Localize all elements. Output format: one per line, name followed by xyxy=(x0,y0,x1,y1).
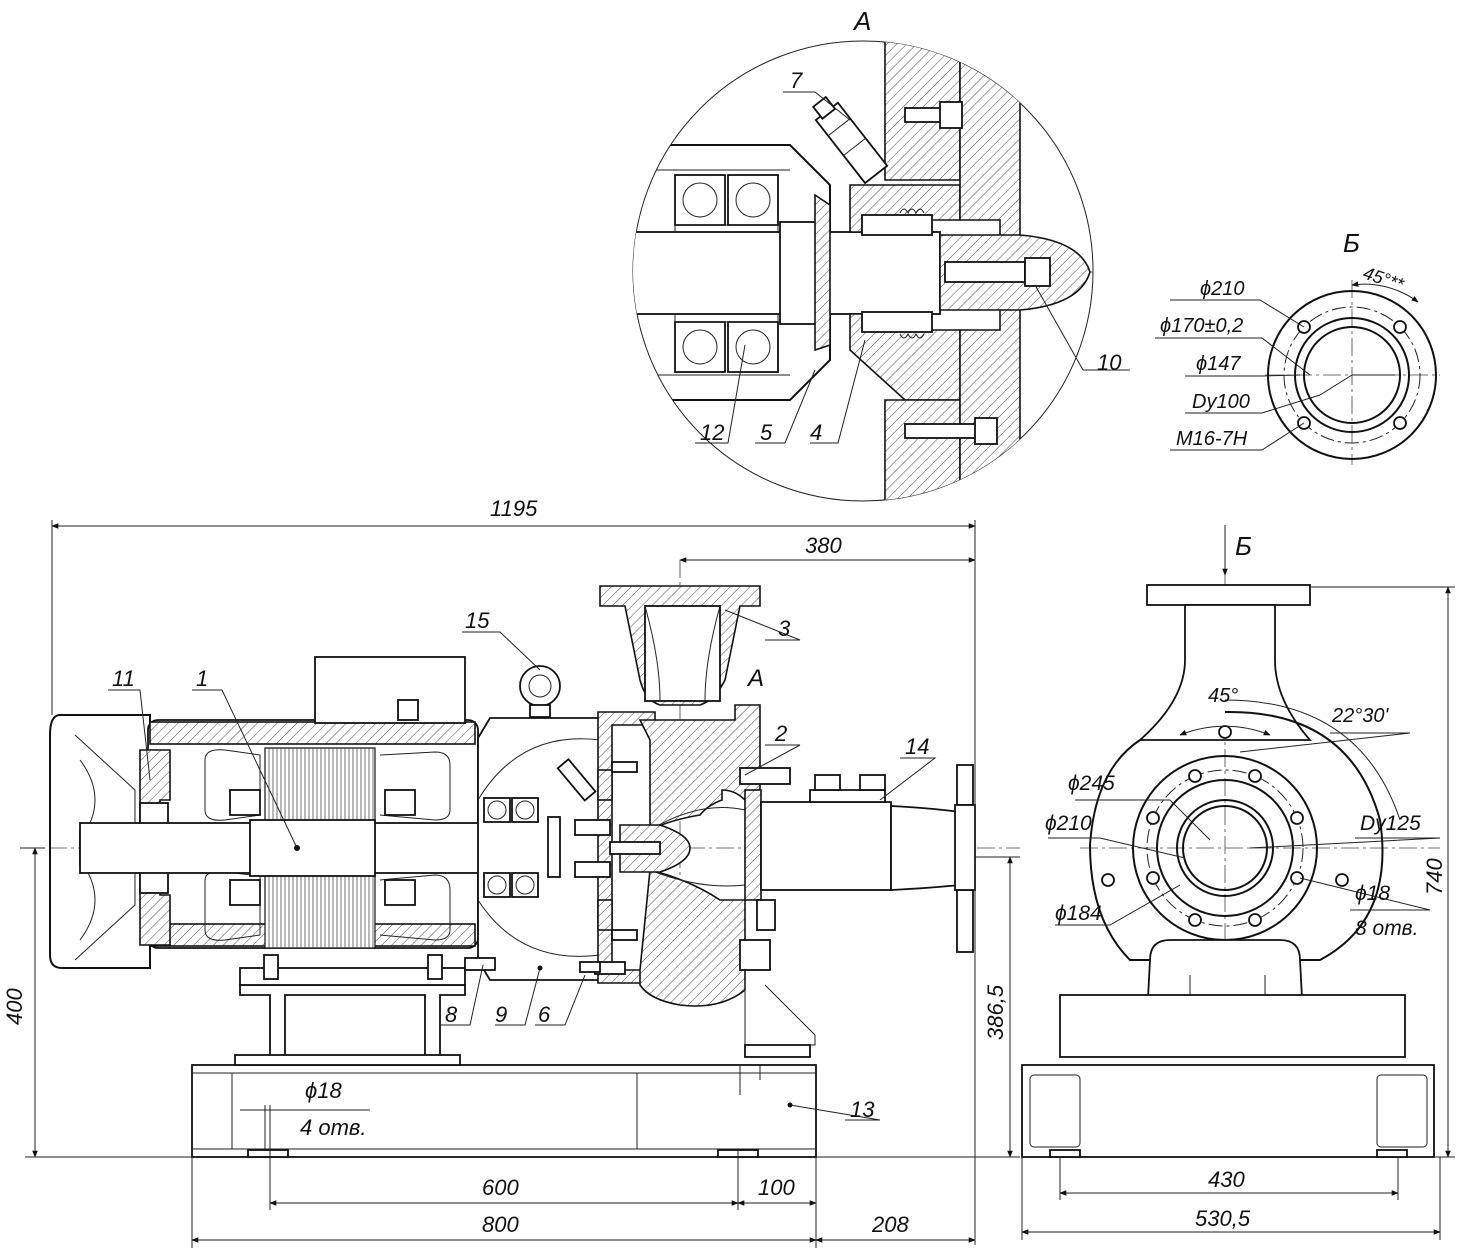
dim-outlet-offset: 380 xyxy=(805,533,842,558)
inlet-bolt-count: 8 отв. xyxy=(1355,917,1418,940)
flange-b-title: Б xyxy=(1343,228,1360,258)
dim-anchor-hole-count: 4 отв. xyxy=(300,1115,367,1140)
dim-total-height: 400 xyxy=(2,988,27,1025)
side-view-arrow-label: Б xyxy=(1235,531,1252,561)
b-flange-pcd: ϕ170±0,2 xyxy=(1160,315,1243,337)
side-view: Б xyxy=(1021,525,1455,1240)
inlet-flange-spigot: ϕ184 xyxy=(1055,902,1102,925)
callout-10: 10 xyxy=(1097,350,1122,375)
main-view: А 11 1 15 3 2 14 8 9 6 13 xyxy=(2,496,1020,1248)
dim-overall-length: 1195 xyxy=(490,496,538,521)
callout-9: 9 xyxy=(495,1002,507,1027)
callout-8: 8 xyxy=(445,1002,458,1027)
callout-11: 11 xyxy=(112,666,135,691)
inlet-angle-2: 22°30' xyxy=(1331,705,1389,727)
callout-3: 3 xyxy=(778,616,791,641)
b-flange-od: ϕ210 xyxy=(1200,278,1245,300)
dim-base-length: 800 xyxy=(482,1212,519,1237)
callout-7: 7 xyxy=(790,68,803,93)
inlet-angle-1: 45° xyxy=(1208,685,1238,707)
callout-1: 1 xyxy=(196,666,208,691)
bearing-pair-upper xyxy=(674,174,779,226)
main-bearings xyxy=(483,797,539,898)
dim-bolt-spacing: 600 xyxy=(482,1175,519,1200)
dim-overhang: 208 xyxy=(871,1212,909,1237)
b-angle: 45°** xyxy=(1361,263,1407,295)
inlet-dn: Dy125 xyxy=(1360,812,1421,835)
callout-13: 13 xyxy=(850,1097,875,1122)
base-frame xyxy=(191,1064,817,1158)
callout-15: 15 xyxy=(465,608,490,633)
flange-view-b: Б 45°** ϕ210 ϕ170±0,2 ϕ147 Dy100 M16-7H xyxy=(1155,228,1440,465)
bearing-pair-lower xyxy=(674,321,779,373)
side-dim-base-outer: 530,5 xyxy=(1195,1206,1251,1231)
callout-12: 12 xyxy=(700,420,724,445)
b-flange-spigot: ϕ147 xyxy=(1196,353,1241,375)
callout-4: 4 xyxy=(810,420,822,445)
inlet-flange-pcd: ϕ210 xyxy=(1045,812,1092,835)
callout-6: 6 xyxy=(538,1002,551,1027)
dim-anchor-hole: ϕ18 xyxy=(305,1078,342,1103)
detail-view-a: А xyxy=(632,6,1130,502)
callout-5: 5 xyxy=(760,420,773,445)
side-dim-base-inner: 430 xyxy=(1208,1167,1245,1192)
b-flange-dn: Dy100 xyxy=(1192,391,1250,413)
dim-edge-spacing: 100 xyxy=(758,1175,795,1200)
inlet-bolt-hole: ϕ18 xyxy=(1355,882,1390,905)
inlet-bolt-holes xyxy=(1101,725,1349,972)
callout-2: 2 xyxy=(774,721,787,746)
b-flange-thread: M16-7H xyxy=(1176,428,1248,450)
callout-14: 14 xyxy=(905,734,929,759)
side-dim-height: 740 xyxy=(1422,858,1447,895)
inlet-flange-od: ϕ245 xyxy=(1068,772,1115,795)
dim-axis-height: 386,5 xyxy=(983,984,1008,1040)
detail-a-title: А xyxy=(852,6,871,36)
section-marker-a: А xyxy=(746,665,764,692)
